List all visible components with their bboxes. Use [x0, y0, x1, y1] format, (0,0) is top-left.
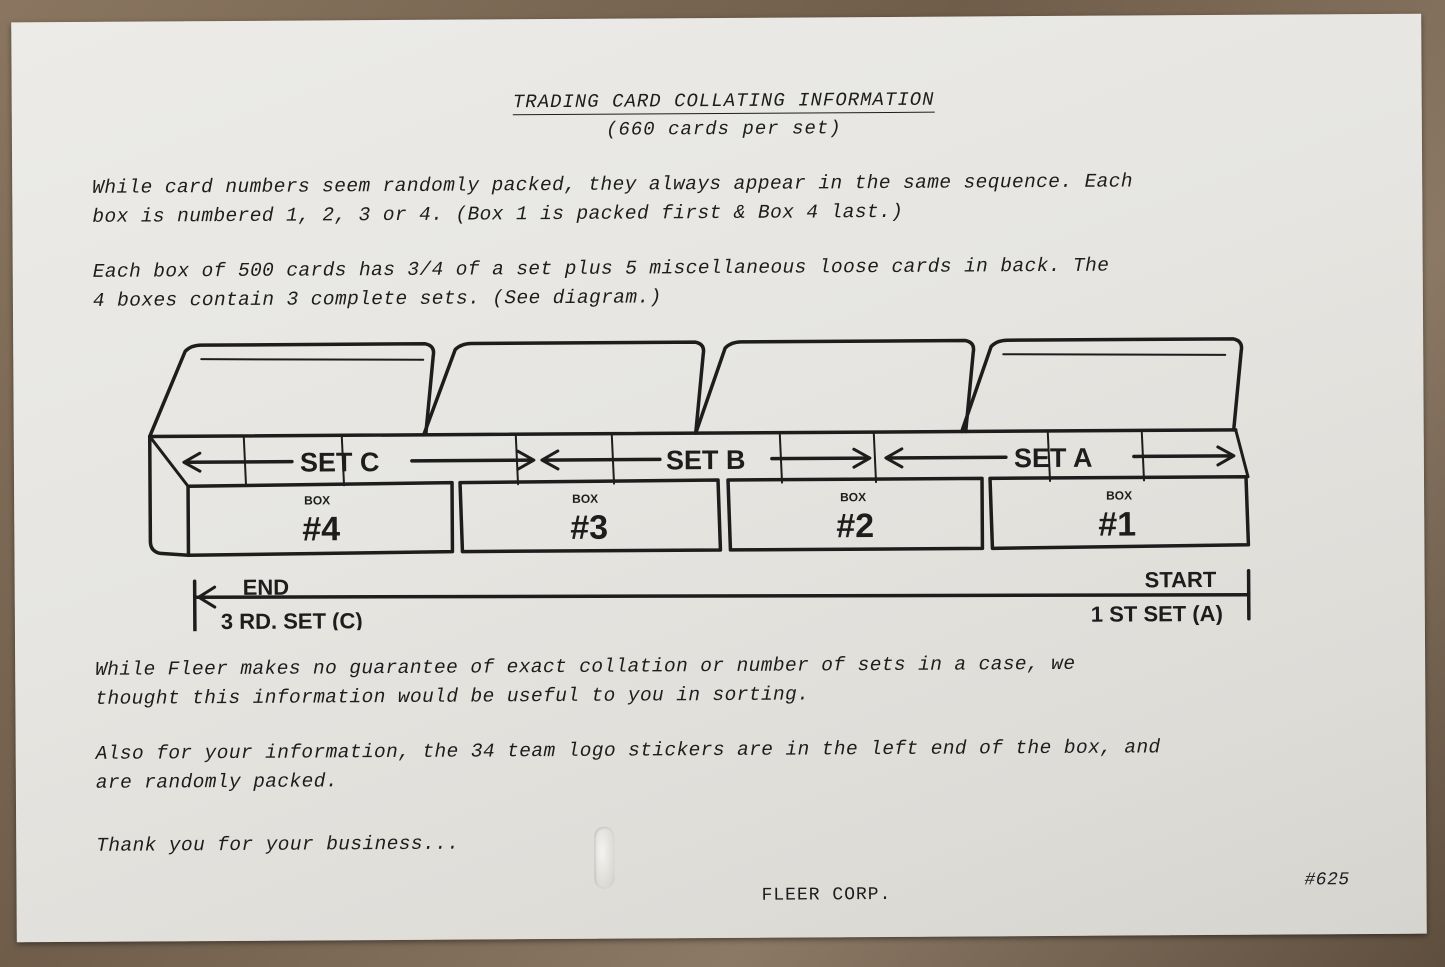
- paragraph-sequence: While card numbers seem randomly packed,…: [92, 170, 1134, 228]
- document-subtitle: (660 cards per set): [605, 117, 842, 141]
- box-1-front: [988, 475, 1251, 551]
- header: TRADING CARD COLLATING INFORMATION (660 …: [12, 86, 1422, 145]
- box-2-number: #2: [836, 507, 874, 545]
- box-1-number: #1: [1098, 505, 1136, 543]
- paragraph-thanks: Thank you for your business...: [96, 832, 460, 857]
- start-set-label: 1 ST SET (A): [1091, 601, 1223, 627]
- set-c-label: SET C: [300, 447, 380, 477]
- lid-box-1: [959, 337, 1244, 434]
- box-4-number: #4: [302, 510, 340, 548]
- document-title: TRADING CARD COLLATING INFORMATION: [512, 88, 935, 116]
- end-label: END: [243, 575, 290, 600]
- box-1-small-label: BOX: [1106, 488, 1132, 502]
- box-4-small-label: BOX: [304, 493, 330, 507]
- box-2-small-label: BOX: [840, 490, 866, 504]
- box-3-small-label: BOX: [572, 492, 598, 506]
- end-set-label: 3 RD. SET (C): [221, 608, 363, 631]
- box-2-front: [726, 476, 985, 552]
- paper-dent-mark: [594, 826, 615, 889]
- company-signature: FLEER CORP.: [761, 884, 892, 906]
- box-3-number: #3: [570, 509, 608, 547]
- paragraph-disclaimer: While Fleer makes no guarantee of exact …: [95, 652, 1076, 710]
- paragraph-box-contents: Each box of 500 cards has 3/4 of a set p…: [92, 254, 1110, 312]
- lid-box-4: [147, 342, 436, 439]
- box-3-front: [458, 478, 723, 554]
- start-label: START: [1145, 567, 1217, 592]
- lid-box-3: [421, 340, 706, 437]
- paragraph-stickers: Also for your information, the 34 team l…: [95, 736, 1161, 794]
- document-code: #625: [1304, 870, 1350, 891]
- collating-info-sheet: TRADING CARD COLLATING INFORMATION (660 …: [11, 13, 1427, 943]
- box-diagram: SET C SET B SET A BOX BOX BOX BOX #4 #3 …: [147, 337, 1251, 632]
- lid-box-2: [693, 338, 976, 435]
- set-a-label: SET A: [1014, 443, 1093, 473]
- box-4-front: [186, 480, 455, 557]
- set-b-label: SET B: [666, 445, 746, 475]
